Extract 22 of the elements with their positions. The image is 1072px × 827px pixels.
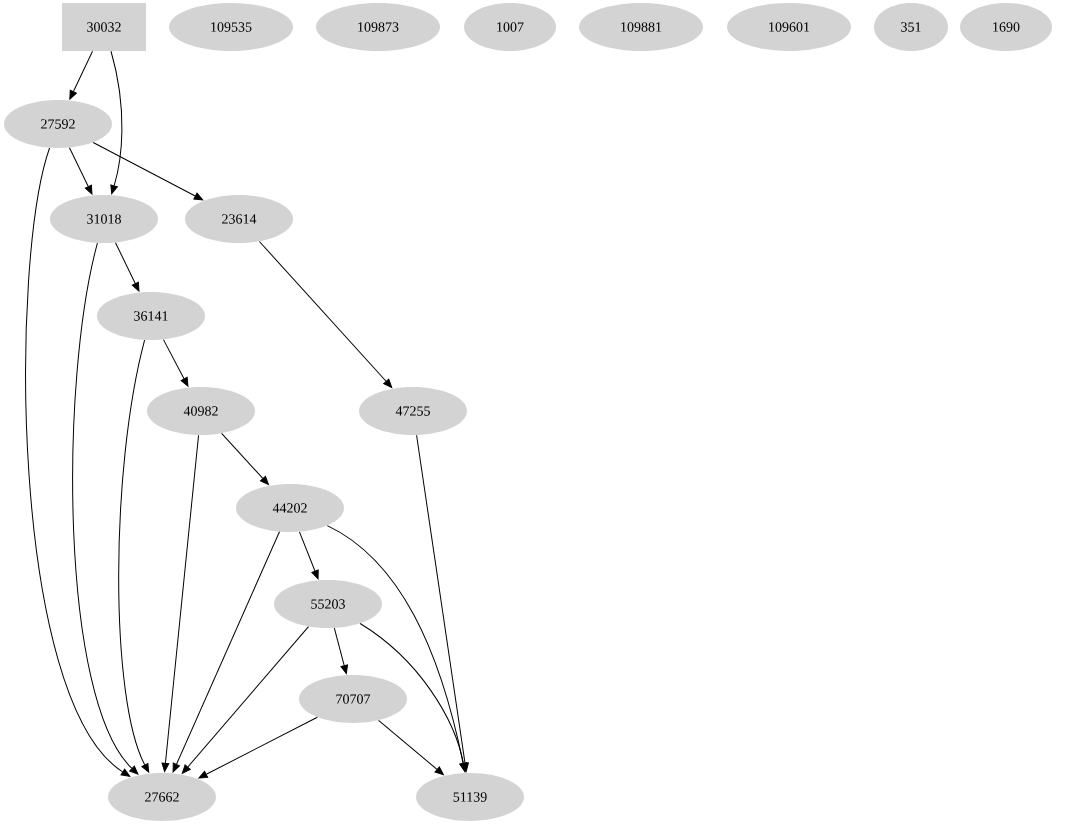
arrow [69,147,93,195]
arrow [198,716,318,779]
arrow [161,434,200,772]
process-box: 30032 [62,3,146,51]
arrow [172,531,280,773]
arrow [72,242,139,775]
arrow [162,339,189,387]
arrow [416,434,469,772]
arrow [359,623,468,772]
arrow [118,339,150,773]
arrow [378,719,444,776]
arrow [69,50,93,100]
arrow [326,525,467,772]
arrow [115,242,140,292]
arrow [110,50,123,195]
arrow [333,627,348,675]
arrow [25,147,131,777]
arrow [258,241,393,388]
arrow [221,432,269,486]
arrow [181,626,309,774]
arrow [298,531,319,580]
arrow [92,141,204,201]
